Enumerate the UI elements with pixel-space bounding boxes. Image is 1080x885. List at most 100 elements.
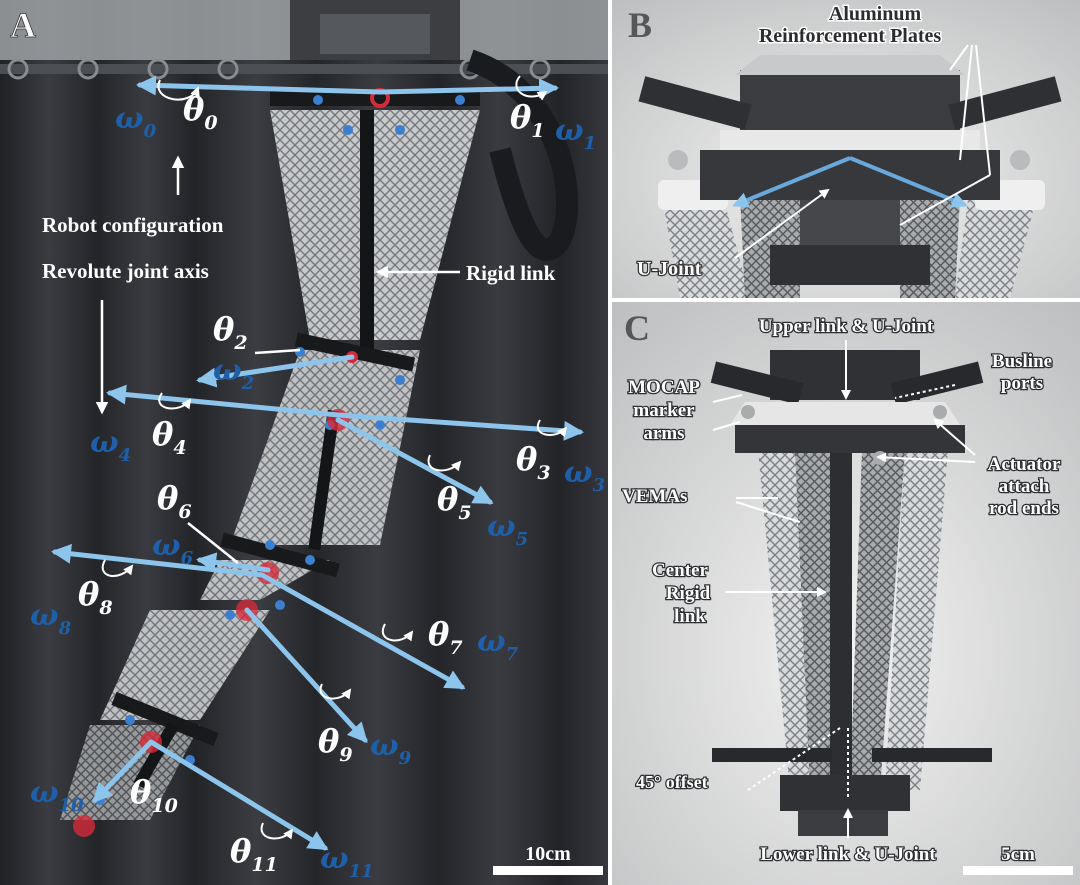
- axis-omega-9: [244, 607, 368, 743]
- theta-label-10: θ10: [130, 773, 178, 817]
- curtain-rod: [0, 64, 608, 74]
- u-joint-axes: [732, 156, 968, 208]
- scale-bar-a-label: 10cm: [525, 843, 571, 865]
- rod-end-b-2: [1010, 150, 1030, 170]
- theta-label-5: θ5: [437, 480, 472, 524]
- theta-label-4: θ4: [152, 415, 187, 459]
- axis-omega-2: [196, 354, 355, 388]
- lower-mount-b: [770, 245, 930, 285]
- scale-bar-c-label: 5cm: [1001, 844, 1035, 865]
- scale-bar-c: [963, 866, 1073, 875]
- axis-omega-7: [259, 572, 466, 690]
- panel-b: B Aluminum Reinforcement Plates U-Joint: [612, 0, 1080, 298]
- curtain-rings: [7, 58, 551, 80]
- panel-c: C Upper link & U-Joint Busline ports MOC…: [612, 302, 1080, 885]
- axis-omega-11: [148, 739, 329, 851]
- panel-divider-horizontal: [612, 298, 1080, 302]
- label-aluminum: Aluminum: [829, 3, 922, 25]
- vema-c-4: [885, 450, 948, 790]
- label-busline: Busline: [992, 351, 1052, 372]
- axis-omega-8: [51, 543, 265, 578]
- label-lower-link: Lower link & U-Joint: [760, 844, 936, 865]
- label-actuator: Actuator: [988, 454, 1061, 475]
- label-attach: attach: [999, 476, 1050, 497]
- label-arms: arms: [643, 423, 684, 444]
- vema-bundle-4: [100, 610, 270, 720]
- annotation-lines-c: [712, 340, 976, 838]
- mocap-arm-c-left: [710, 361, 804, 405]
- axis-omega-1: [377, 78, 559, 99]
- theta-label-2: θ2: [213, 310, 248, 354]
- theta-label-6: θ6: [157, 479, 192, 523]
- label-link: link: [674, 606, 706, 627]
- joint-axes: [51, 75, 584, 851]
- theta-label-7: θ7: [428, 615, 463, 659]
- axis-omega-6: [196, 552, 271, 573]
- panel-a: A Robot configuration Revolute joint axi…: [0, 0, 608, 885]
- omega-label-11: ω11: [320, 841, 374, 882]
- rod-end-b-1: [668, 150, 688, 170]
- axis-omega-0: [136, 75, 383, 96]
- lower-arm-right: [872, 748, 992, 762]
- aluminum-plate-c: [730, 402, 960, 425]
- lower-mount-c: [798, 810, 888, 836]
- vema-bundle-1: [270, 110, 480, 340]
- label-rigid-link: Rigid link: [466, 261, 556, 285]
- lower-link-block: [780, 775, 910, 811]
- annotation-arrows: [95, 155, 460, 564]
- omega-label-9: ω9: [370, 728, 412, 769]
- theta-label-3: θ3: [516, 440, 551, 484]
- label-vemas: VEMAs: [622, 486, 687, 507]
- label-rigid: Rigid: [666, 583, 711, 604]
- vema-b-1: [660, 185, 750, 298]
- vema-b-4: [955, 185, 1040, 298]
- label-robot-configuration: Robot configuration: [42, 213, 224, 237]
- rigid-link-bar: [360, 110, 374, 350]
- axis-omega-5: [335, 417, 494, 505]
- omega-label-0: ω0: [115, 101, 157, 142]
- omega-label-3: ω3: [564, 455, 605, 496]
- theta-label-11: θ11: [230, 832, 278, 876]
- center-rigid-link: [830, 440, 852, 800]
- omega-label-10: ω10: [30, 775, 84, 816]
- label-45-offset: 45° offset: [636, 772, 708, 792]
- label-rod-ends: rod ends: [989, 498, 1059, 519]
- link-plate-10: [111, 691, 219, 747]
- rod-end-c-2: [933, 405, 947, 419]
- aluminum-plate-top: [735, 55, 965, 75]
- axis-omega-3: [335, 412, 584, 441]
- axis-omega-10: [92, 739, 154, 803]
- mocap-arm-b-right: [948, 76, 1062, 130]
- label-marker: marker: [633, 400, 695, 421]
- rotation-arrows: [101, 75, 568, 840]
- panel-divider-vertical: [608, 0, 612, 885]
- label-revolute-joint-axis: Revolute joint axis: [42, 259, 209, 283]
- omega-label-7: ω7: [477, 624, 519, 665]
- lower-block-b: [700, 150, 1000, 200]
- lower-arm-left: [712, 748, 832, 762]
- panel-letter-b: B: [628, 5, 652, 45]
- label-reinforcement-plates: Reinforcement Plates: [759, 25, 942, 47]
- omega-label-1: ω1: [555, 113, 596, 154]
- theta-label-1: θ1: [510, 98, 545, 142]
- scale-bar-a: [493, 866, 603, 875]
- upper-block-b: [740, 70, 960, 130]
- omega-label-4: ω4: [90, 425, 131, 466]
- omega-label-5: ω5: [487, 509, 528, 550]
- vema-c-3: [850, 450, 905, 790]
- panel-letter-a: A: [10, 5, 36, 45]
- omega-label-8: ω8: [30, 598, 72, 639]
- label-upper-link: Upper link & U-Joint: [759, 316, 934, 337]
- panel-letter-c: C: [624, 308, 650, 348]
- omega-label-2: ω2: [213, 353, 254, 394]
- rigid-link-bar-3: [133, 721, 179, 789]
- lower-plate-upper-link: [735, 425, 965, 453]
- label-ports: ports: [1001, 373, 1043, 394]
- vema-c-2: [795, 450, 840, 790]
- top-mount-block: [320, 14, 430, 54]
- rod-end-c-1: [741, 405, 755, 419]
- mocap-arm-b-left: [638, 76, 752, 130]
